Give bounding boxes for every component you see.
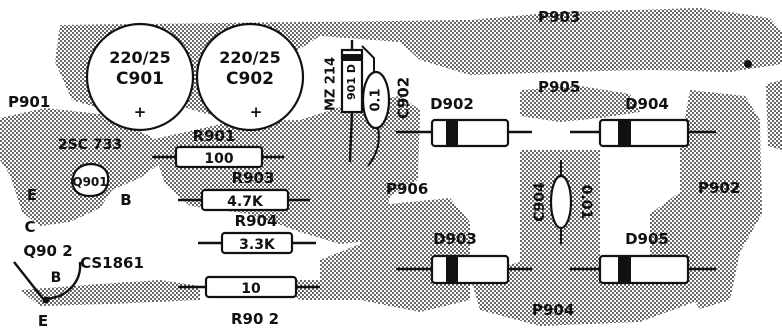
q901-pin-e: E (27, 186, 37, 204)
q902-ref: Q90 2 (23, 242, 72, 260)
c902-value: 220/25 (219, 48, 281, 67)
c904-value: 0.01 (578, 185, 594, 220)
trace-r902-right (276, 280, 382, 300)
c903-value: 0.1 (369, 88, 384, 111)
q901-part: 2SC 733 (58, 137, 122, 153)
resistor-r901: 100 R901 (152, 127, 284, 169)
transistor-q902: Q90 2 CS1861 B E (13, 242, 144, 329)
r901-ref: R901 (193, 127, 236, 145)
trace-right-edge (766, 80, 782, 150)
d905-label: D905 (625, 230, 669, 248)
capacitor-c902: 220/25 C902 + (195, 22, 305, 132)
trace-p905 (520, 86, 640, 122)
c901-polarity: + (134, 103, 147, 121)
r903-ref: R903 (232, 169, 275, 187)
d902-label: D902 (430, 95, 474, 113)
pad-p902: P902 (698, 179, 740, 197)
capacitor-c901: 220/25 C901 + (85, 22, 195, 132)
r902-ref: R90 2 (231, 310, 279, 328)
capacitor-c904: C904 0.01 (532, 160, 594, 244)
r902-value: 10 (241, 281, 261, 297)
trace-q902-strip (20, 280, 200, 306)
trace-p902 (650, 90, 762, 309)
pad-p904: P904 (532, 301, 574, 319)
c904-ref: C904 (532, 182, 548, 222)
r904-value: 3.3K (239, 237, 276, 253)
pad-p901: P901 (8, 93, 50, 111)
resistor-r903: 4.7K R903 (178, 169, 310, 212)
c901-ref: C901 (116, 69, 164, 89)
resistor-r904: 3.3K R904 (198, 212, 316, 255)
capacitor-0.1: 0.1 C902 (361, 45, 413, 167)
diode-d904: D904 (570, 95, 716, 148)
c903-ref: C902 (395, 77, 413, 119)
pad-p905: P905 (538, 78, 580, 96)
q901-pin-c: C (24, 218, 35, 236)
diode-d905: D905 (570, 230, 716, 285)
zener-ref: 901 D (345, 64, 358, 100)
c901-value: 220/25 (109, 48, 171, 67)
diode-d902: D902 (396, 95, 532, 148)
zener-diode-901d: 901 D MZ 214 (324, 40, 364, 163)
d903-label: D903 (433, 230, 477, 248)
q901-pin-b: B (120, 191, 131, 209)
r901-value: 100 (204, 151, 233, 167)
q902-part: CS1861 (80, 254, 144, 272)
c902-ref: C902 (226, 69, 274, 89)
r903-value: 4.7K (227, 194, 264, 210)
c902-polarity: + (250, 103, 263, 121)
q901-ref: Q901 (72, 175, 107, 189)
r904-ref: R904 (235, 212, 278, 230)
zener-part: MZ 214 (324, 57, 339, 111)
q902-pin-e: E (38, 312, 48, 329)
transistor-q901: Q901 2SC 733 E C B (24, 137, 131, 236)
mounting-hole (744, 60, 752, 68)
pad-p906: P906 (386, 180, 428, 198)
resistor-r902: 10 R90 2 (178, 275, 320, 328)
pad-p903: P903 (538, 8, 580, 26)
q902-pin-b: B (51, 270, 62, 286)
diode-d903: D903 (396, 230, 532, 285)
d904-label: D904 (625, 95, 669, 113)
